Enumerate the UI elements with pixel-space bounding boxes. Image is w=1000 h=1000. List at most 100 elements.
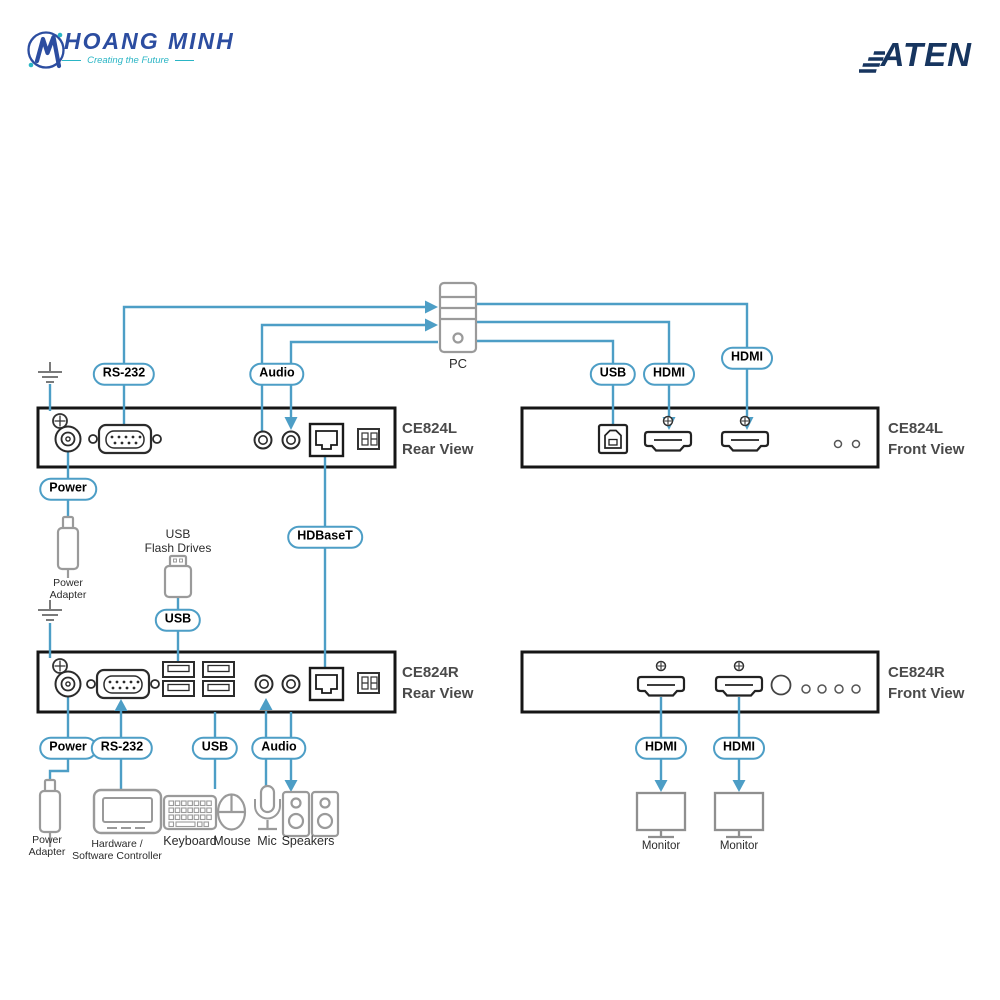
pc-to-hdmi2-line (476, 302, 749, 417)
controller-line1: Hardware / (91, 838, 143, 850)
device-model: CE824R (888, 664, 945, 681)
arrow-icon (425, 318, 438, 332)
usb-flash-caption: USB Flash Drives (145, 527, 212, 555)
arrow-icon (284, 417, 298, 430)
pc-to-audio-out-line (289, 340, 438, 417)
company-tagline: Creating the Future (62, 55, 195, 66)
arrow-icon (425, 300, 438, 314)
device-model: CE824L (402, 420, 458, 437)
pc-to-usb-line (476, 339, 615, 424)
monitor-caption-1: Monitor (641, 840, 681, 852)
pa1-line2: Adapter (49, 589, 87, 602)
arrow-icon (654, 780, 668, 792)
aten-logo: ATEN (858, 32, 972, 74)
pa1-line1: Power (53, 577, 83, 589)
ce824r-rear-ports (52, 658, 380, 702)
ce824r-front-panel (520, 650, 880, 714)
dip-switch-icon (357, 428, 380, 450)
rj45-port-icon (308, 666, 345, 702)
screw-icon (662, 415, 674, 427)
device-view: Rear View (402, 685, 474, 702)
screw-icon (739, 415, 751, 427)
hdmi-port-icon (720, 430, 770, 452)
ground-screw-icon (52, 658, 68, 674)
db9-serial-port-icon (86, 668, 160, 700)
usb-a-port-icon (162, 661, 195, 678)
audio-jack-icon (253, 430, 273, 450)
screw-icon (733, 660, 745, 672)
device-label-ce824l-front: CE824L Front View (888, 418, 964, 460)
audio-jack-icon (281, 674, 301, 694)
label-power-top: Power (39, 477, 97, 501)
led-icon (851, 439, 861, 449)
power-right-line (48, 697, 70, 781)
label-usb-front: USB (589, 362, 637, 386)
speaker-icon (310, 790, 340, 838)
arrow-icon (259, 698, 273, 710)
hoangminh-logo-icon (27, 31, 65, 69)
label-hdmi-front-2: HDMI (721, 346, 773, 370)
audio-jack-icon (281, 430, 301, 450)
usb-b-port-icon (597, 423, 629, 455)
db9-serial-port-icon (88, 423, 162, 455)
mic-caption: Mic (257, 834, 277, 848)
mouse-icon (216, 793, 247, 831)
monitor-icon (713, 791, 765, 839)
power-jack-icon (54, 670, 82, 698)
keyboard-caption: Keyboard (163, 834, 217, 848)
label-usb-mid: USB (154, 608, 202, 632)
controller-icon (92, 788, 163, 835)
device-label-ce824r-front: CE824R Front View (888, 662, 964, 704)
device-model: CE824L (888, 420, 944, 437)
pc-to-hdmi1-line (476, 320, 671, 417)
device-label-ce824r-rear: CE824R Rear View (402, 662, 473, 704)
aten-brand-text: ATEN (880, 36, 972, 73)
usb-flash-line2: Flash Drives (144, 541, 212, 556)
company-name: HOANG MINH (64, 28, 235, 54)
label-hdmi-monitor-2: HDMI (713, 736, 765, 760)
tagline-rule-right (174, 60, 195, 61)
ground-symbol-icon (38, 362, 62, 383)
label-rs232-bottom: RS-232 (90, 736, 154, 760)
pa2-line2: Adapter (28, 846, 66, 859)
ground-symbol-icon (38, 600, 62, 621)
hdmi-port-icon (636, 675, 686, 697)
led-icon (833, 439, 843, 449)
label-power-bottom: Power (39, 736, 97, 760)
usb-flash-line1: USB (165, 527, 191, 541)
ce824l-rear-ports (52, 413, 380, 458)
ce824l-front-panel (520, 406, 880, 469)
dip-switch-icon (357, 672, 380, 694)
ce824r-front-ports (636, 660, 861, 697)
hdmi-port-icon (714, 675, 764, 697)
label-hdmi-front-1: HDMI (643, 362, 695, 386)
screw-icon (655, 660, 667, 672)
power-jack-icon (54, 425, 82, 453)
hdmi-port-icon (643, 430, 693, 452)
usb-a-port-icon (202, 680, 235, 697)
monitor-caption-2: Monitor (719, 840, 759, 852)
power-adapter-caption-1: Power Adapter (50, 577, 87, 602)
speakers-caption: Speakers (281, 834, 335, 848)
power-adapter-caption-2: Power Adapter (29, 834, 66, 859)
ce824l-front-ports (597, 415, 861, 455)
device-label-ce824l-rear: CE824L Rear View (402, 418, 473, 460)
keyboard-icon (162, 794, 218, 831)
device-view: Front View (888, 685, 965, 702)
usb-flash-drive-icon (163, 554, 193, 599)
speaker-icon (281, 790, 311, 838)
power-adapter-icon (38, 778, 62, 847)
monitor-icon (635, 791, 687, 839)
push-button-icon (770, 674, 792, 696)
label-audio-top: Audio (249, 362, 305, 386)
label-usb-bottom: USB (191, 736, 239, 760)
pa2-line1: Power (32, 834, 62, 846)
tagline-rule-left (62, 60, 82, 61)
led-icon (801, 684, 811, 694)
label-hdmi-monitor-1: HDMI (635, 736, 687, 760)
power-adapter-icon (56, 515, 80, 578)
usb-a-port-icon (162, 680, 195, 697)
mouse-caption: Mouse (213, 834, 251, 848)
device-view: Rear View (402, 441, 474, 458)
